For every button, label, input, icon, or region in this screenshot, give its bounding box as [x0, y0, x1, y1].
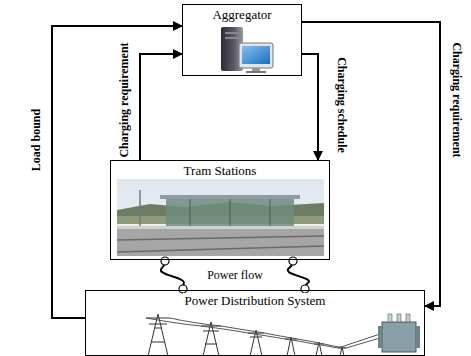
photo-sky [117, 179, 324, 256]
node-title: Power Distribution System [183, 293, 328, 308]
edge-label: Charging schedule [335, 55, 349, 155]
connector-line [140, 54, 182, 160]
transformer-icon [378, 314, 420, 352]
monitor-stand [252, 68, 260, 71]
drive-slot [225, 32, 239, 34]
transformer-bushing [406, 314, 410, 322]
monitor-frame [239, 43, 273, 68]
computer-icon [221, 27, 273, 73]
power-wire [170, 318, 380, 348]
power-flow-terminals [161, 257, 309, 293]
power-wire [146, 318, 380, 348]
tram-rail [117, 246, 324, 252]
shelter-roof [160, 195, 300, 199]
transformer-bushing [388, 314, 392, 322]
transformer-fin [378, 326, 382, 348]
node-box: Aggregator [182, 4, 302, 76]
edge-label: Load bound [29, 107, 43, 173]
connector-line [52, 26, 182, 318]
terminal-circle [301, 285, 309, 293]
terminal-circle [179, 285, 187, 293]
node-title: Tram Stations [182, 163, 259, 178]
connector-line [302, 22, 440, 306]
node-box: Power Distribution System [85, 290, 425, 356]
shelter-post [230, 199, 231, 226]
transmission-pylons [146, 314, 380, 356]
connector-line [302, 54, 318, 160]
platform-edge [117, 226, 324, 229]
lamp-pole [139, 190, 141, 228]
transformer-fin [416, 326, 420, 348]
tram-station-photo [117, 179, 324, 256]
transformer-bushing [397, 314, 401, 322]
node-title: Aggregator [210, 7, 273, 22]
terminal-circle [161, 257, 169, 265]
photo-platform [117, 226, 324, 256]
shelter-post [190, 199, 191, 226]
monitor-base [246, 71, 266, 73]
shelter-post [270, 199, 271, 226]
drive-slot [225, 37, 239, 39]
terminal-circle [289, 257, 297, 265]
tram-rail [117, 236, 324, 240]
transformer-body [382, 322, 416, 352]
monitor-screen [242, 46, 270, 64]
flow-label: Power flow [205, 268, 265, 282]
edge-label: Charging requirement [450, 40, 464, 159]
pylon [338, 347, 346, 356]
node-box: Tram Stations [110, 160, 330, 260]
edge-label: Charging requirement [117, 40, 131, 159]
shelter-glass [166, 199, 294, 226]
